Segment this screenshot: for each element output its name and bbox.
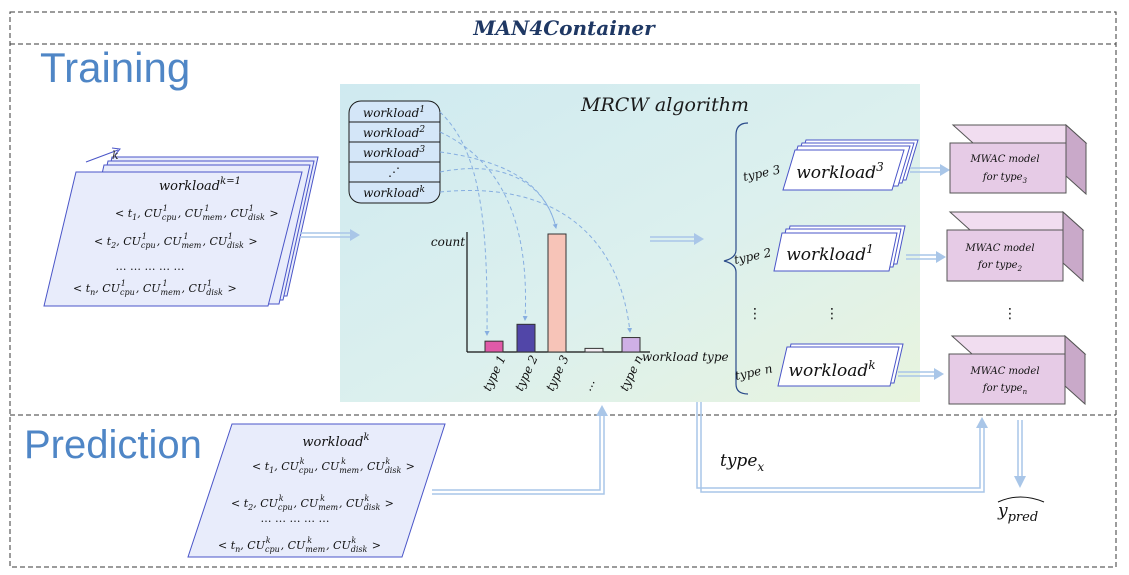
model-label: MWAC model xyxy=(969,366,1039,377)
svg-text:< t2, CUcpu1, CUmem1, CUdisk1: < t2, CUcpu1, CUmem1, CUdisk1 > xyxy=(94,232,258,250)
arrow-head xyxy=(934,368,944,380)
model-label: for type2 xyxy=(977,260,1023,273)
type-x-label: typex xyxy=(720,451,764,474)
y-axis-label: count xyxy=(431,235,465,249)
group-card-stack xyxy=(782,139,919,191)
svg-text:< t2, CUcpuk, CUmemk, CUdiskk: < t2, CUcpuk, CUmemk, CUdiskk > xyxy=(231,494,394,512)
svg-text:< t1, CUcpu1, CUmem1, CUdisk1: < t1, CUcpu1, CUmem1, CUdisk1 > xyxy=(115,204,279,222)
group-card-stack xyxy=(777,343,904,387)
training-label: Training xyxy=(40,44,190,91)
histogram-bar xyxy=(621,337,641,353)
group-workload-label: workload1 xyxy=(786,242,874,265)
model-label: MWAC model xyxy=(964,243,1034,254)
diagram-title: MAN4Container xyxy=(472,16,656,40)
y-pred-label: ypred xyxy=(997,496,1045,525)
svg-text:< tn, CUcpuk, CUmemk, CUdiskk: < tn, CUcpuk, CUmemk, CUdiskk > xyxy=(218,536,381,554)
queue-item: workload3 xyxy=(363,145,425,160)
training-to-mrcw-arrow xyxy=(300,229,360,241)
prediction-to-mrcw-arrow xyxy=(432,416,605,495)
svg-text:< t1, CUcpuk, CUmemk, CUdiskk: < t1, CUcpuk, CUmemk, CUdiskk > xyxy=(252,457,415,475)
training-card-title: workloadk=1 xyxy=(159,176,241,194)
mrcw-to-groups-arrow xyxy=(650,233,704,245)
queue-item: workload1 xyxy=(363,105,425,120)
training-tuple-n: < tn, CUcpu1, CUmem1, CUdisk1 > xyxy=(73,279,237,297)
training-workload-stack xyxy=(43,147,319,307)
prediction-ellipsis: … … … … … xyxy=(261,512,330,525)
prediction-tuple-1: < t1, CUcpuk, CUmemk, CUdiskk > xyxy=(252,457,415,475)
histogram-bar xyxy=(547,233,567,353)
svg-text:< tn, CUcpu1, CUmem1, CUdisk1: < tn, CUcpu1, CUmem1, CUdisk1 > xyxy=(73,279,237,297)
model-cube xyxy=(949,123,1088,196)
group-workload-label: workload3 xyxy=(796,160,884,183)
model-to-prediction-arrow xyxy=(1017,420,1023,478)
x-axis-label: workload type xyxy=(642,350,729,364)
training-index-label: k xyxy=(112,149,119,162)
model-label: MWAC model xyxy=(969,154,1039,165)
group-card-stack xyxy=(773,225,906,272)
arrow-head xyxy=(936,251,946,263)
typex-to-model-arrow xyxy=(696,402,985,493)
arrow-head xyxy=(940,164,950,176)
prediction-label: Prediction xyxy=(24,423,202,467)
histogram-bar xyxy=(584,347,604,353)
outer-frame xyxy=(9,11,1117,568)
model-cube xyxy=(948,334,1087,406)
queue-item: workloadk xyxy=(363,185,425,200)
model-label: for typen xyxy=(982,383,1028,396)
prediction-workload-card xyxy=(187,423,446,558)
training-tuple-2: < t2, CUcpu1, CUmem1, CUdisk1 > xyxy=(94,232,258,250)
arrow-head xyxy=(1014,476,1026,488)
vdots: ⋮ xyxy=(1003,306,1017,322)
queue-item: ⋰ xyxy=(388,165,400,179)
queue-item: workload2 xyxy=(363,125,425,140)
vdots: ⋮ xyxy=(825,306,839,322)
arrow-head xyxy=(596,405,608,416)
prediction-card-title: workloadk xyxy=(302,432,369,450)
prediction-tuple-2: < t2, CUcpuk, CUmemk, CUdiskk > xyxy=(231,494,394,512)
prediction-tuple-n: < tn, CUcpuk, CUmemk, CUdiskk > xyxy=(218,536,381,554)
training-tuple-1: < t1, CUcpu1, CUmem1, CUdisk1 > xyxy=(115,204,279,222)
group-workload-label: workloadk xyxy=(788,358,875,381)
histogram-bar xyxy=(484,340,504,353)
group-brace xyxy=(723,122,749,395)
model-cube xyxy=(946,210,1085,283)
vdots: ⋮ xyxy=(748,306,762,322)
training-ellipsis: … … … … … xyxy=(116,260,185,273)
histogram-bar xyxy=(516,323,536,353)
mrcw-title: MRCW algorithm xyxy=(580,94,749,116)
dispatch-arrows xyxy=(439,111,633,336)
arrow-head xyxy=(976,417,988,428)
histogram-category-label: … xyxy=(580,376,598,393)
group-to-model-arrows xyxy=(898,167,942,377)
svg-text:ypred: ypred xyxy=(997,501,1038,525)
model-label: for type3 xyxy=(982,172,1028,185)
